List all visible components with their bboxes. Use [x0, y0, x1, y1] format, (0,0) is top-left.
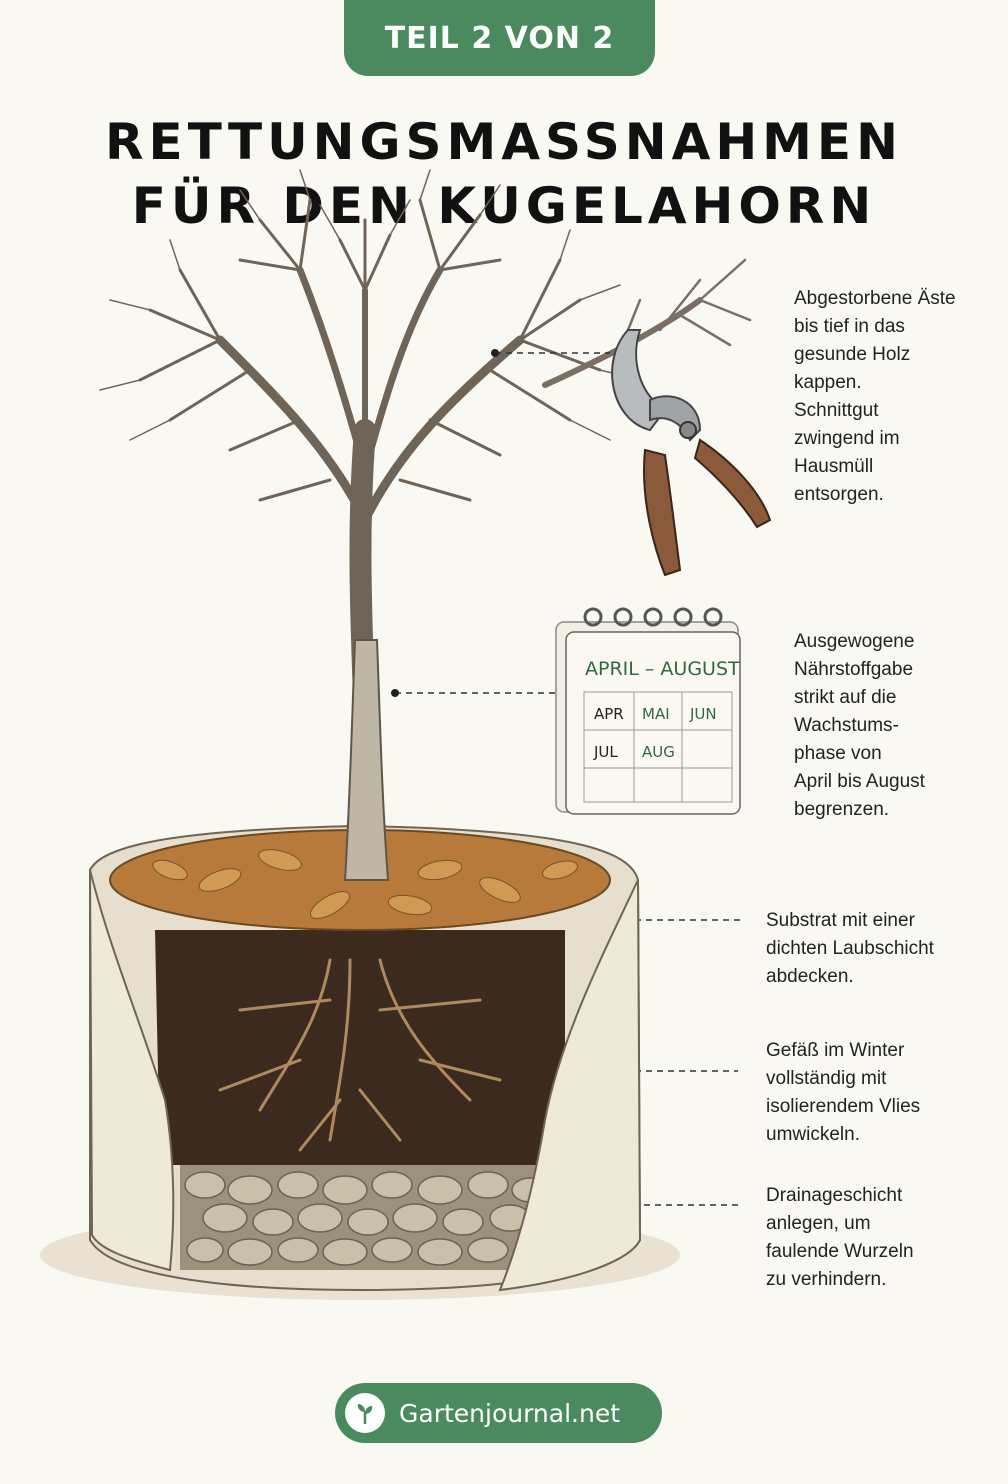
calendar-icon: [555, 607, 741, 815]
sprout-icon: [345, 1393, 385, 1433]
annotation-fertilizing: Ausgewogene Nährstoffgabe strikt auf die…: [794, 631, 925, 820]
roots: [218, 958, 502, 1152]
calendar-month-apr: APR: [594, 705, 624, 723]
calendar-month-mai: MAI: [642, 705, 670, 723]
footer-brand-label: Gartenjournal.net: [399, 1398, 621, 1428]
part-badge-label: TEIL 2 VON 2: [384, 20, 615, 56]
calendar-month-jul: JUL: [594, 743, 618, 761]
annotation-pruning: Abgestorbene Äste bis tief in das gesund…: [794, 288, 956, 505]
annotation-drainage: Drainageschicht anlegen, um faulende Wur…: [766, 1185, 914, 1290]
soil-cutaway: [155, 930, 565, 1165]
calendar-month-jun: JUN: [690, 705, 717, 723]
calendar-header: APRIL – AUGUST: [585, 658, 740, 680]
cut-branch: [542, 258, 752, 388]
fleece-flap-right: [498, 879, 642, 1292]
calendar-month-aug: AUG: [642, 743, 675, 761]
footer-brand-link[interactable]: Gartenjournal.net: [335, 1383, 662, 1443]
part-badge: TEIL 2 VON 2: [344, 0, 655, 76]
tree-trunk: [343, 639, 390, 881]
secateurs-icon: [611, 329, 772, 577]
title-line-1: RETTUNGSMASSNAHMEN: [105, 113, 903, 171]
title-line-2: FÜR DEN KUGELAHORN: [131, 177, 877, 235]
drainage-stones: [180, 1165, 560, 1270]
page-title: RETTUNGSMASSNAHMEN FÜR DEN KUGELAHORN: [0, 110, 1008, 238]
annotation-mulch: Substrat mit einer dichten Laubschicht a…: [766, 910, 934, 987]
annotation-fleece: Gefäß im Winter vollständig mit isoliere…: [766, 1040, 921, 1145]
leaves: [152, 849, 579, 919]
fleece-flap-left: [89, 869, 175, 1272]
